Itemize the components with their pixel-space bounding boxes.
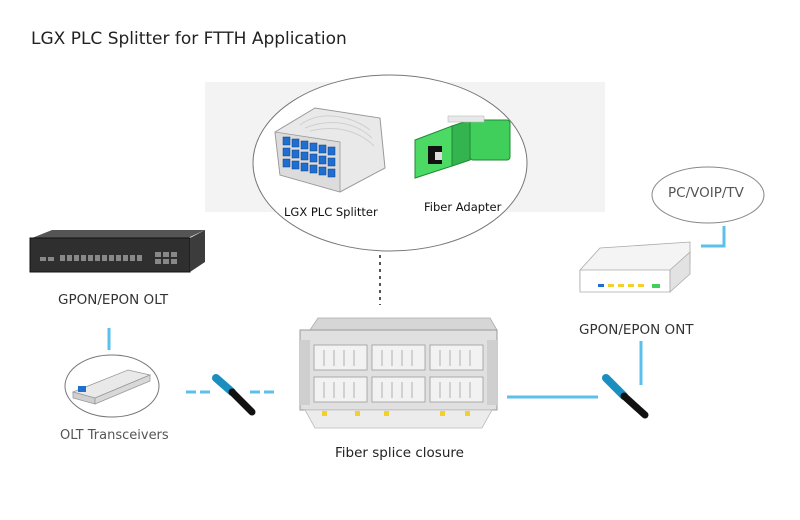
left-fiber-connector — [212, 374, 256, 416]
label-olt-transceivers: OLT Transceivers — [60, 428, 169, 443]
olt-device-image — [29, 230, 205, 273]
fiber-adapter-image — [414, 115, 511, 179]
right-fiber-connector — [602, 374, 649, 419]
transceiver-image — [71, 369, 152, 405]
label-ont: GPON/EPON ONT — [579, 322, 694, 338]
splice-closure-image — [299, 317, 498, 429]
diagram-title: LGX PLC Splitter for FTTH Application — [31, 29, 347, 49]
label-fiber-adapter: Fiber Adapter — [424, 200, 502, 214]
label-olt: GPON/EPON OLT — [58, 292, 169, 308]
label-lgx-splitter: LGX PLC Splitter — [284, 205, 378, 219]
label-fiber-splice-closure: Fiber splice closure — [335, 445, 464, 461]
lgx-splitter-image — [274, 107, 386, 193]
ont-device-image — [579, 241, 691, 293]
pc-bubble — [651, 166, 765, 224]
pc-ont-link — [701, 226, 726, 248]
label-pc-voip-tv: PC/VOIP/TV — [668, 185, 744, 201]
